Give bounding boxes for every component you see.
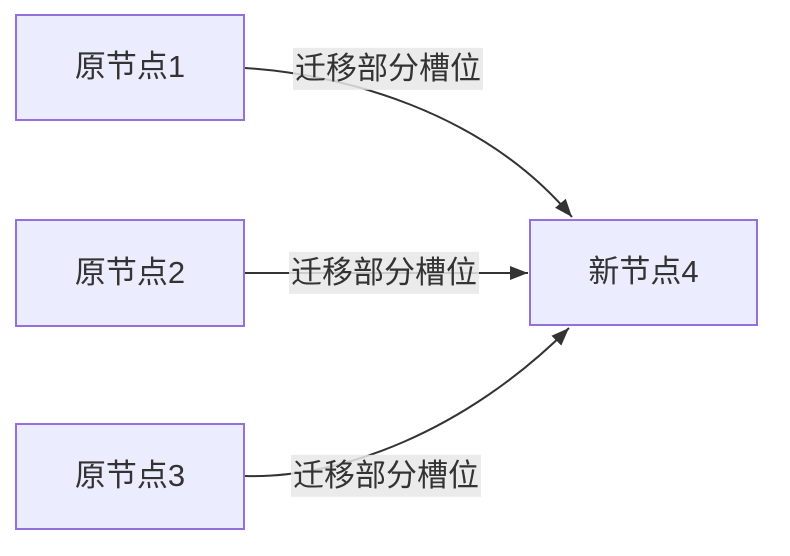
- node-label: 原节点3: [74, 458, 186, 494]
- edge-label-text: 迁移部分槽位: [293, 457, 479, 493]
- edge-source3-to-target4: [244, 327, 570, 478]
- edge-label-migrate-slots-1: 迁移部分槽位: [293, 47, 483, 91]
- edge-source1-to-target4: [244, 67, 573, 218]
- node-label: 新节点4: [588, 254, 699, 290]
- edge-label-migrate-slots-2: 迁移部分槽位: [289, 251, 479, 295]
- node-label: 原节点2: [74, 254, 186, 290]
- node-label: 原节点1: [74, 49, 186, 85]
- edge-label-migrate-slots-3: 迁移部分槽位: [291, 454, 481, 498]
- edge-label-text: 迁移部分槽位: [295, 50, 481, 86]
- node-source-1: 原节点1: [15, 14, 245, 121]
- node-target-4: 新节点4: [529, 219, 758, 326]
- node-source-2: 原节点2: [15, 219, 245, 327]
- node-source-3: 原节点3: [15, 423, 245, 530]
- edge-label-text: 迁移部分槽位: [291, 254, 477, 290]
